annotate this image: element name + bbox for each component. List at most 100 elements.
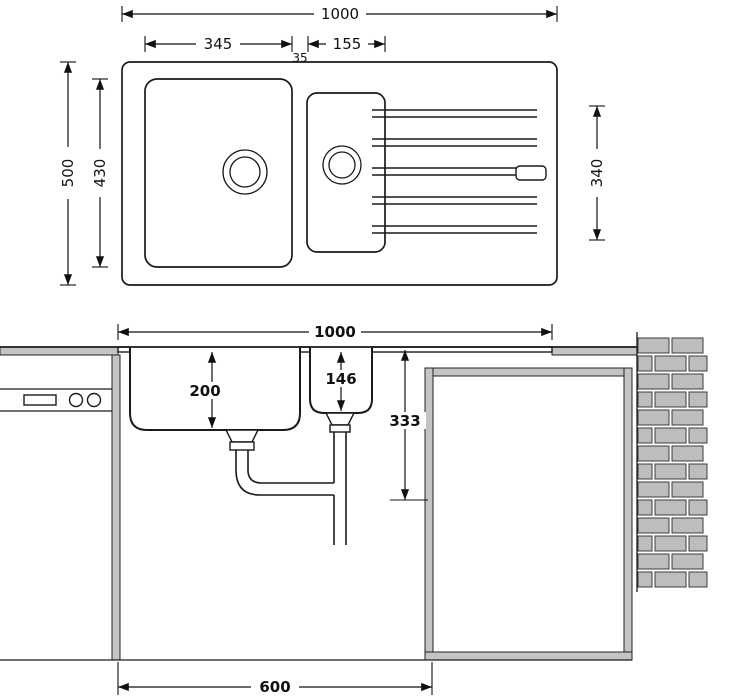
small-drain-inner-ring — [328, 151, 356, 179]
brick — [688, 535, 708, 552]
brick — [637, 481, 670, 498]
overall-depth-label: 500 — [59, 159, 77, 188]
countertop-left — [0, 346, 119, 356]
main-drain-inner-ring — [229, 156, 261, 188]
dim-cabinet-width: 600 — [117, 662, 433, 696]
bowl-gap-label: 35 — [292, 51, 307, 65]
dim-small-bowl-width: 155 — [307, 35, 386, 53]
brick — [654, 391, 687, 408]
small-bowl — [306, 92, 386, 253]
label-background — [59, 147, 77, 199]
brick — [637, 427, 653, 444]
small-bowl-drain-assembly — [324, 412, 356, 545]
label-background — [251, 678, 299, 696]
brick — [637, 463, 653, 480]
label-background — [384, 412, 426, 429]
bowl-length-label: 430 — [91, 159, 109, 188]
brick — [654, 355, 687, 372]
brick — [688, 391, 708, 408]
label-background — [326, 35, 368, 53]
label-background — [184, 382, 226, 399]
brick — [637, 337, 670, 354]
drain-elbow — [235, 469, 334, 496]
dim-small-bowl-depth: 146 — [320, 352, 362, 411]
brick — [671, 445, 704, 462]
label-background — [320, 370, 362, 387]
drain-nut — [229, 441, 255, 451]
main-bowl-depth-label: 200 — [189, 382, 220, 400]
dim-main-bowl-width: 345 — [144, 35, 293, 53]
dim-overall-width-top: 1000 — [121, 5, 558, 23]
brick — [654, 463, 687, 480]
drainer-length-label: 340 — [588, 159, 606, 188]
drainer-grooves — [372, 109, 537, 234]
brick — [671, 517, 704, 534]
section-overall-width-label: 1000 — [314, 323, 356, 341]
brick — [637, 445, 670, 462]
brick — [637, 499, 653, 516]
left-appliance — [0, 388, 112, 412]
brick — [637, 571, 653, 588]
brick — [688, 355, 708, 372]
overflow-hole — [515, 165, 547, 181]
small-bowl-depth-label: 146 — [325, 370, 356, 388]
brick — [654, 499, 687, 516]
drain-flange — [224, 429, 260, 443]
label-background — [196, 35, 240, 53]
dim-installation-depth: 333 — [384, 350, 428, 501]
brick — [637, 517, 670, 534]
label-background — [314, 5, 366, 23]
appliance-display — [23, 394, 57, 406]
small-drain-outer-ring — [322, 145, 362, 185]
appliance-knob — [86, 392, 102, 408]
cabinet-top-panel — [424, 367, 633, 377]
main-drain-outer-ring — [222, 149, 268, 195]
brick — [671, 481, 704, 498]
brick — [637, 373, 670, 390]
cabinet-bottom-panel — [424, 651, 633, 661]
brick — [688, 499, 708, 516]
dim-overall-width-section: 1000 — [117, 323, 553, 341]
appliance-knob — [68, 392, 84, 408]
drain-nut — [329, 424, 351, 433]
cabinet-right-panel — [623, 367, 633, 661]
countertop-right — [551, 346, 638, 356]
brick — [637, 409, 670, 426]
dim-main-bowl-depth: 200 — [184, 352, 226, 428]
brick — [671, 409, 704, 426]
brick — [688, 463, 708, 480]
brick — [637, 553, 670, 570]
brick-wall — [636, 332, 708, 592]
dim-bowl-length: 430 — [91, 78, 109, 268]
dim-drainer-length: 340 — [588, 105, 606, 241]
brick — [637, 355, 653, 372]
top-view: 1000 345 155 35 500 — [59, 5, 606, 286]
brick — [654, 535, 687, 552]
drain-elbow — [247, 469, 334, 484]
sink-outline — [121, 61, 558, 286]
label-background — [588, 149, 606, 197]
brick — [637, 535, 653, 552]
brick — [654, 571, 687, 588]
cabinet-left-panel — [424, 367, 434, 661]
label-background — [309, 323, 361, 341]
main-bowl-width-label: 345 — [204, 35, 233, 53]
brick — [637, 391, 653, 408]
brick — [671, 337, 704, 354]
brick — [671, 553, 704, 570]
installation-depth-label: 333 — [389, 412, 420, 430]
main-bowl — [144, 78, 293, 268]
brick — [688, 427, 708, 444]
main-bowl-drain-assembly — [224, 429, 334, 496]
section-view: 1000 — [0, 323, 708, 696]
overall-width-label: 1000 — [321, 5, 359, 23]
drain-flange — [324, 412, 356, 426]
cabinet-width-label: 600 — [259, 678, 290, 696]
small-bowl-width-label: 155 — [333, 35, 362, 53]
brick — [671, 373, 704, 390]
brick — [688, 571, 708, 588]
right-cabinet — [424, 367, 633, 661]
cabinet-side-panel — [111, 354, 121, 661]
